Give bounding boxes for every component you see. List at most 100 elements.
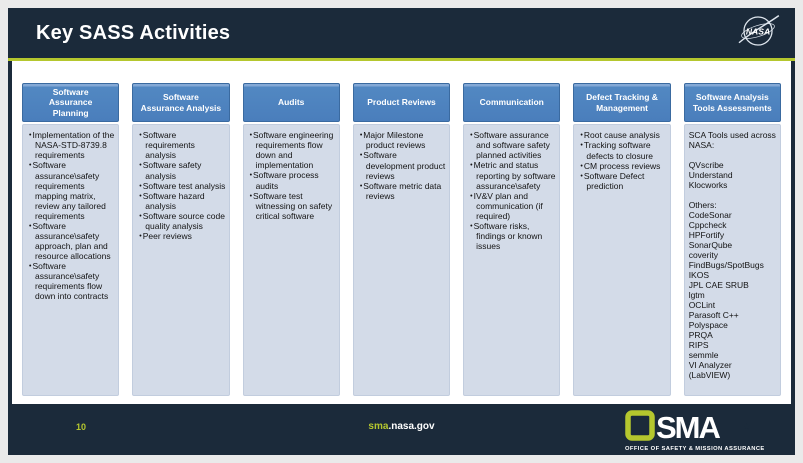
footer-url-highlight: sma — [368, 421, 389, 432]
osma-tagline: OFFICE OF SAFETY & MISSION ASSURANCE — [625, 446, 765, 452]
svg-text:SMA: SMA — [656, 410, 721, 443]
bullet-icon: • — [249, 192, 253, 200]
list-line: IKOS — [688, 270, 709, 281]
list-line: SCA Tools used across NASA: — [688, 130, 776, 151]
bullet-item: •CM process reviews — [580, 160, 661, 171]
bullet-item: •Software process audits — [249, 170, 319, 191]
list-line: Parasoft C++ — [688, 310, 739, 321]
activity-column-2: Software Assurance Analysis •Software re… — [132, 83, 230, 396]
column-header: Communication — [463, 83, 561, 122]
bullet-item: •Peer reviews — [139, 231, 192, 242]
list-line: Cppcheck — [688, 220, 727, 231]
list-line: Understand — [688, 170, 733, 181]
bullet-icon: • — [470, 132, 473, 139]
list-line: OCLint — [688, 300, 716, 311]
column-body: •Software engineering requirements flow … — [242, 124, 340, 396]
column-body: •Major Milestone product reviews•Softwar… — [352, 124, 451, 396]
list-line: Klocworks — [688, 180, 728, 191]
list-line: QVscribe — [688, 160, 724, 171]
title-bar: Key SASS Activities NASA — [8, 8, 795, 58]
footer-url-rest: .nasa.gov — [388, 421, 435, 432]
list-line: JPL CAE SRUB — [688, 280, 749, 291]
bullet-item: •Software assurance\safety requirements … — [29, 160, 106, 221]
bullet-item: •IV&V plan and communication (if require… — [470, 190, 543, 221]
activity-column-3: Audits •Software engineering requirement… — [242, 83, 340, 396]
bullet-item: •Software Defect prediction — [580, 170, 645, 192]
bullet-icon: • — [249, 132, 253, 139]
bullet-icon: • — [29, 132, 32, 139]
activity-column-5: Communication •Software assurance and so… — [463, 83, 561, 396]
bullet-icon: • — [359, 152, 363, 160]
list-line: PRQA — [688, 330, 713, 341]
activity-column-6: Defect Tracking & Management •Root cause… — [573, 83, 671, 396]
column-header: Defect Tracking & Management — [573, 83, 671, 122]
list-line: lgtm — [688, 290, 705, 301]
list-line: CodeSonar — [688, 210, 732, 221]
list-line — [689, 150, 777, 160]
footer-url: sma.nasa.gov — [8, 421, 795, 432]
list-line: Polyspace — [688, 320, 728, 331]
bullet-icon: • — [249, 172, 253, 180]
osma-logo: SMA OFFICE OF SAFETY & MISSION ASSURANCE — [625, 410, 785, 452]
column-body: •Software requirements analysis•Software… — [132, 124, 230, 396]
footer-bar: 10 sma.nasa.gov SMA OFFICE OF SAFETY & M… — [8, 404, 795, 455]
bullet-item: •Software risks, findings or known issue… — [470, 220, 543, 252]
column-header: Software Assurance Planning — [22, 83, 120, 122]
bullet-item: •Software development product reviews — [359, 150, 446, 181]
bullet-icon: • — [359, 182, 363, 190]
bullet-icon: • — [29, 222, 32, 230]
bullet-icon: • — [29, 162, 32, 170]
bullet-item: •Software hazard analysis — [139, 190, 205, 212]
bullet-item: •Major Milestone product reviews — [359, 130, 426, 151]
bullet-item: •Root cause analysis — [580, 130, 660, 140]
column-header: Software Analysis Tools Assessments — [683, 83, 781, 122]
bullet-item: •Software engineering requirements flow … — [249, 130, 334, 171]
bullet-item: •Software assurance and software safety … — [470, 130, 550, 161]
bullet-icon: • — [470, 162, 473, 170]
list-line: VI Analyzer — [688, 360, 732, 371]
list-line: SonarQube — [688, 240, 733, 251]
bullet-icon: • — [29, 262, 32, 270]
column-header: Product Reviews — [352, 83, 451, 122]
bullet-item: •Metric and status reporting by software… — [470, 160, 556, 191]
nasa-logo-text: NASA — [746, 26, 770, 36]
list-line: coverity — [688, 250, 718, 261]
bullet-icon: • — [470, 222, 473, 230]
list-line: FindBugs/SpotBugs — [688, 260, 764, 271]
activity-column-1: Software Assurance Planning •Implementat… — [22, 83, 120, 396]
list-line: Others: — [688, 200, 717, 211]
osma-logo-icon: SMA — [625, 410, 751, 445]
nasa-meatball-icon: NASA — [735, 12, 781, 55]
column-header: Software Assurance Analysis — [132, 83, 230, 122]
bullet-icon: • — [139, 192, 142, 200]
bullet-item: •Software source code quality analysis — [139, 211, 225, 232]
bullet-item: •Implementation of the NASA-STD-8739.8 r… — [29, 130, 115, 161]
column-body: •Implementation of the NASA-STD-8739.8 r… — [22, 124, 120, 396]
bullet-item: •Tracking software defects to closure — [580, 140, 654, 161]
list-line: (LabVIEW) — [688, 370, 731, 381]
bullet-icon: • — [139, 162, 142, 170]
bullet-icon: • — [580, 142, 583, 150]
bullet-icon: • — [470, 192, 473, 200]
list-line: RIPS — [688, 340, 709, 351]
bullet-item: •Software requirements analysis — [139, 130, 195, 161]
activity-column-4: Product Reviews •Major Milestone product… — [352, 83, 451, 396]
bullet-icon: • — [580, 172, 583, 180]
page-number: 10 — [76, 422, 87, 432]
list-line: semmle — [688, 350, 719, 361]
list-line: HPFortify — [688, 230, 725, 241]
activity-column-7: Software Analysis Tools Assessments SCA … — [683, 83, 781, 396]
column-header: Audits — [242, 83, 340, 122]
bullet-item: •Software assurance\safety requirements … — [29, 260, 109, 302]
bullet-icon: • — [139, 182, 142, 190]
bullet-icon: • — [139, 132, 142, 139]
bullet-item: •Software assurance\safety approach, pla… — [29, 220, 111, 261]
list-line — [689, 190, 777, 200]
bullet-item: •Software test witnessing on safety crit… — [249, 190, 333, 221]
bullet-item: •Software safety analysis — [139, 160, 202, 181]
bullet-icon: • — [580, 132, 583, 139]
page-title: Key SASS Activities — [36, 21, 231, 44]
bullet-icon: • — [139, 213, 142, 221]
bullet-icon: • — [139, 233, 142, 241]
